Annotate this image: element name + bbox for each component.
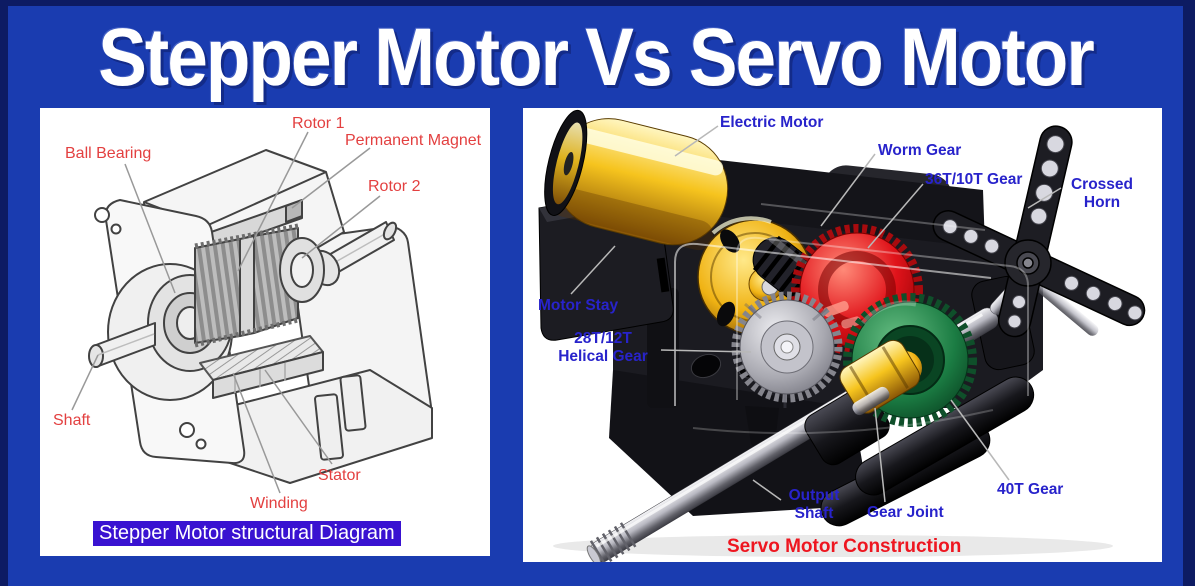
stepper-motor-illustration bbox=[71, 131, 433, 494]
label-permanent-magnet: Permanent Magnet bbox=[345, 132, 482, 149]
stepper-caption: Stepper Motor structural Diagram bbox=[93, 521, 401, 546]
label-worm-gear: Worm Gear bbox=[878, 142, 962, 159]
label-40t-gear: 40T Gear bbox=[997, 481, 1064, 498]
label-ball-bearing: Ball Bearing bbox=[65, 145, 152, 162]
label-electric-motor: Electric Motor bbox=[720, 114, 824, 131]
label-36t-10t-gear: 36T/10T Gear bbox=[925, 171, 1023, 188]
label-rotor-1: Rotor 1 bbox=[292, 115, 345, 132]
servo-motor-illustration bbox=[538, 109, 1146, 562]
label-28t-12t-helical-gear: 28T/12T Helical Gear bbox=[558, 330, 648, 365]
page-title: Stepper Motor Vs Servo Motor bbox=[98, 12, 1095, 103]
label-shaft: Shaft bbox=[53, 412, 91, 429]
label-motor-stay: Motor Stay bbox=[538, 297, 619, 314]
label-stator: Stator bbox=[318, 467, 361, 484]
servo-caption: Servo Motor Construction bbox=[727, 536, 962, 557]
label-crossed-horn: Crossed Horn bbox=[1070, 176, 1134, 211]
label-output-shaft: Output Shaft bbox=[788, 487, 840, 522]
stepper-panel: Ball Bearing Rotor 1 Permanent Magnet Ro… bbox=[40, 108, 490, 556]
label-winding: Winding bbox=[250, 495, 308, 512]
servo-panel: Electric Motor Worm Gear 36T/10T Gear Cr… bbox=[523, 108, 1162, 562]
label-rotor-2: Rotor 2 bbox=[368, 178, 421, 195]
poster-background: Stepper Motor Vs Servo Motor bbox=[8, 6, 1183, 586]
label-gear-joint: Gear Joint bbox=[867, 504, 944, 521]
